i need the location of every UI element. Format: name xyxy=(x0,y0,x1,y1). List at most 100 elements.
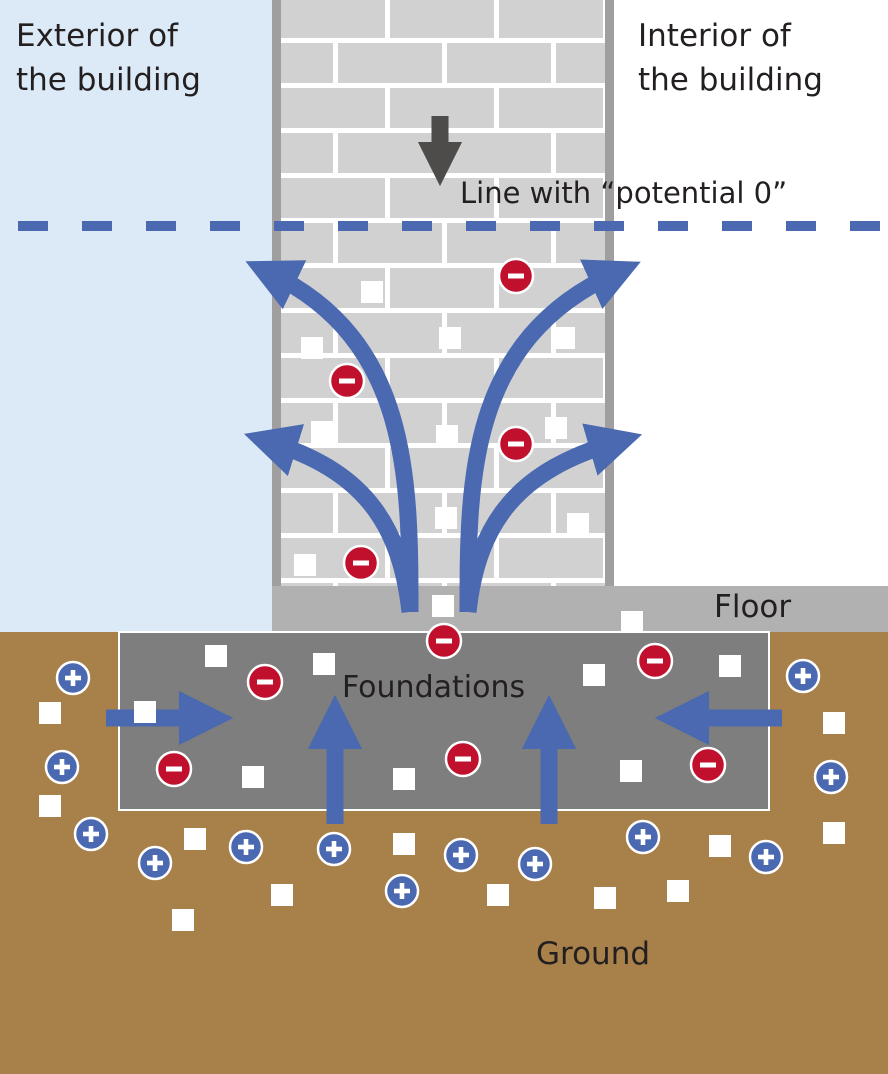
minus-charge-icon xyxy=(328,362,366,400)
brick xyxy=(447,43,551,83)
white-square-particle xyxy=(294,554,316,576)
exterior-label-line-2: the building xyxy=(16,62,201,98)
brick xyxy=(281,178,385,218)
plus-charge-icon xyxy=(517,846,553,882)
white-square-particle xyxy=(553,327,575,349)
white-square-particle xyxy=(393,768,415,790)
brick xyxy=(281,133,333,173)
exterior-label-line-1: Exterior of xyxy=(16,18,178,54)
minus-charge-icon xyxy=(342,544,380,582)
interior-label-line-2: the building xyxy=(638,62,823,98)
foundation-flow-arrows xyxy=(106,690,782,824)
capillary-flow-arrows xyxy=(244,259,643,613)
ground-label: Ground xyxy=(536,936,651,972)
white-square-particle xyxy=(667,880,689,902)
white-square-particle xyxy=(205,645,227,667)
minus-charge-icon xyxy=(497,257,535,295)
wall-edge-left xyxy=(272,0,281,586)
plus-charge-icon xyxy=(55,660,91,696)
white-square-particle xyxy=(271,884,293,906)
plus-charge-icon xyxy=(73,816,109,852)
brick xyxy=(338,133,442,173)
plus-charge-icon xyxy=(384,873,420,909)
white-square-particle xyxy=(545,417,567,439)
brick xyxy=(556,43,605,83)
brick xyxy=(338,583,442,586)
brick xyxy=(499,88,603,128)
minus-charge-icon xyxy=(444,740,482,778)
plus-charge-icon xyxy=(44,749,80,785)
brick xyxy=(390,0,494,38)
white-square-particle xyxy=(719,655,741,677)
minus-charge-icon xyxy=(689,746,727,784)
brick xyxy=(281,583,333,586)
brick xyxy=(499,538,603,578)
white-square-particle xyxy=(487,884,509,906)
minus-charge-icon xyxy=(246,663,284,701)
white-square-particle xyxy=(184,828,206,850)
white-square-particle xyxy=(172,909,194,931)
white-square-particle xyxy=(432,595,454,617)
white-square-particle xyxy=(823,822,845,844)
plus-charge-icon xyxy=(443,837,479,873)
interior-label-line-1: Interior of xyxy=(638,18,791,54)
white-square-particle xyxy=(311,421,333,443)
brick xyxy=(447,403,551,443)
flow-arrow-up-right-lower xyxy=(459,423,643,613)
flow-arrow-up-right-upper xyxy=(459,259,641,613)
minus-charge-icon xyxy=(497,425,535,463)
brick xyxy=(499,178,603,218)
white-square-particle xyxy=(436,425,458,447)
foundations-label: Foundations xyxy=(342,670,526,705)
plus-charge-icon xyxy=(748,839,784,875)
plus-charge-icon xyxy=(228,829,264,865)
charges-layer xyxy=(44,257,849,909)
exterior-region xyxy=(0,0,272,632)
minus-charge-icon xyxy=(636,642,674,680)
white-square-particle xyxy=(301,337,323,359)
plus-charge-icon xyxy=(625,819,661,855)
brick xyxy=(556,133,605,173)
plus-charge-icon xyxy=(785,658,821,694)
minus-charge-icon xyxy=(155,750,193,788)
brick xyxy=(390,358,494,398)
brick xyxy=(338,43,442,83)
brick xyxy=(499,0,603,38)
flow-arrow-up-left-lower xyxy=(244,424,419,613)
white-square-particle xyxy=(439,327,461,349)
floor-label: Floor xyxy=(714,589,792,625)
plus-charge-icon xyxy=(813,759,849,795)
white-square-particle xyxy=(709,835,731,857)
plus-charge-icon xyxy=(316,831,352,867)
exterior-label: Exterior of the building xyxy=(16,14,201,102)
plus-charge-icon xyxy=(137,845,173,881)
white-square-particle xyxy=(567,513,589,535)
floor-slab xyxy=(272,586,888,632)
wall-edge-right xyxy=(605,0,614,586)
minus-charge-icon xyxy=(425,622,463,660)
white-square-particle xyxy=(583,664,605,686)
brick xyxy=(447,583,551,586)
white-square-particle xyxy=(242,766,264,788)
brick xyxy=(281,43,333,83)
interior-label: Interior of the building xyxy=(638,14,823,102)
brick xyxy=(281,493,333,533)
brick xyxy=(281,88,385,128)
flow-arrow-up-left-upper xyxy=(245,260,419,613)
brick xyxy=(281,0,385,38)
potential-line-label: Line with “potential 0” xyxy=(460,176,788,210)
brick xyxy=(390,268,494,308)
brick xyxy=(556,583,605,586)
brick xyxy=(447,133,551,173)
white-square-particle xyxy=(620,760,642,782)
interior-region xyxy=(614,0,888,632)
particles-layer xyxy=(39,281,845,931)
white-square-particle xyxy=(361,281,383,303)
white-square-particle xyxy=(621,611,643,633)
white-square-particle xyxy=(134,701,156,723)
white-square-particle xyxy=(393,833,415,855)
white-square-particle xyxy=(39,702,61,724)
white-square-particle xyxy=(435,507,457,529)
